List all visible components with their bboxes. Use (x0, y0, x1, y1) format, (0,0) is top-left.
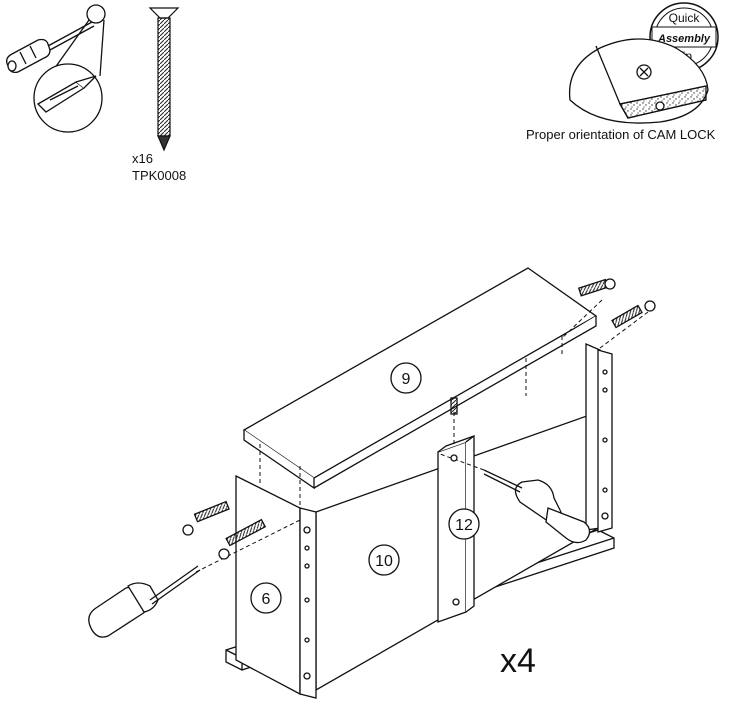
panel-10-label: 10 (375, 553, 393, 570)
panel-6-marker (250, 582, 282, 614)
hardware-part-code: TPK0008 (132, 168, 186, 183)
screw-left-lower (225, 518, 267, 547)
panel-9-label: 9 (402, 371, 411, 388)
hardware-quantity: x16 (132, 151, 153, 166)
panel-9-marker (390, 362, 422, 394)
repeat-count: x4 (500, 642, 536, 680)
cabinet-assembly (88, 267, 656, 699)
panel-10-marker (368, 544, 400, 576)
panel-6-label: 6 (262, 591, 271, 608)
screwdriver-left-icon (88, 565, 201, 638)
screw-right-upper (577, 278, 609, 297)
badge-line1: Quick (669, 11, 701, 25)
panel-12-marker (448, 508, 480, 540)
screw-right-lower (611, 304, 643, 329)
screw-left-upper (193, 500, 230, 523)
cam-lock-inset (568, 38, 709, 124)
screwdriver-tool-icon (6, 4, 106, 133)
screwdriver-right-icon (483, 469, 591, 544)
cam-lock-caption: Proper orientation of CAM LOCK (526, 127, 716, 142)
panel-12-label: 12 (455, 517, 473, 534)
screw-icon (148, 7, 180, 152)
badge-line2: Assembly (657, 33, 711, 45)
